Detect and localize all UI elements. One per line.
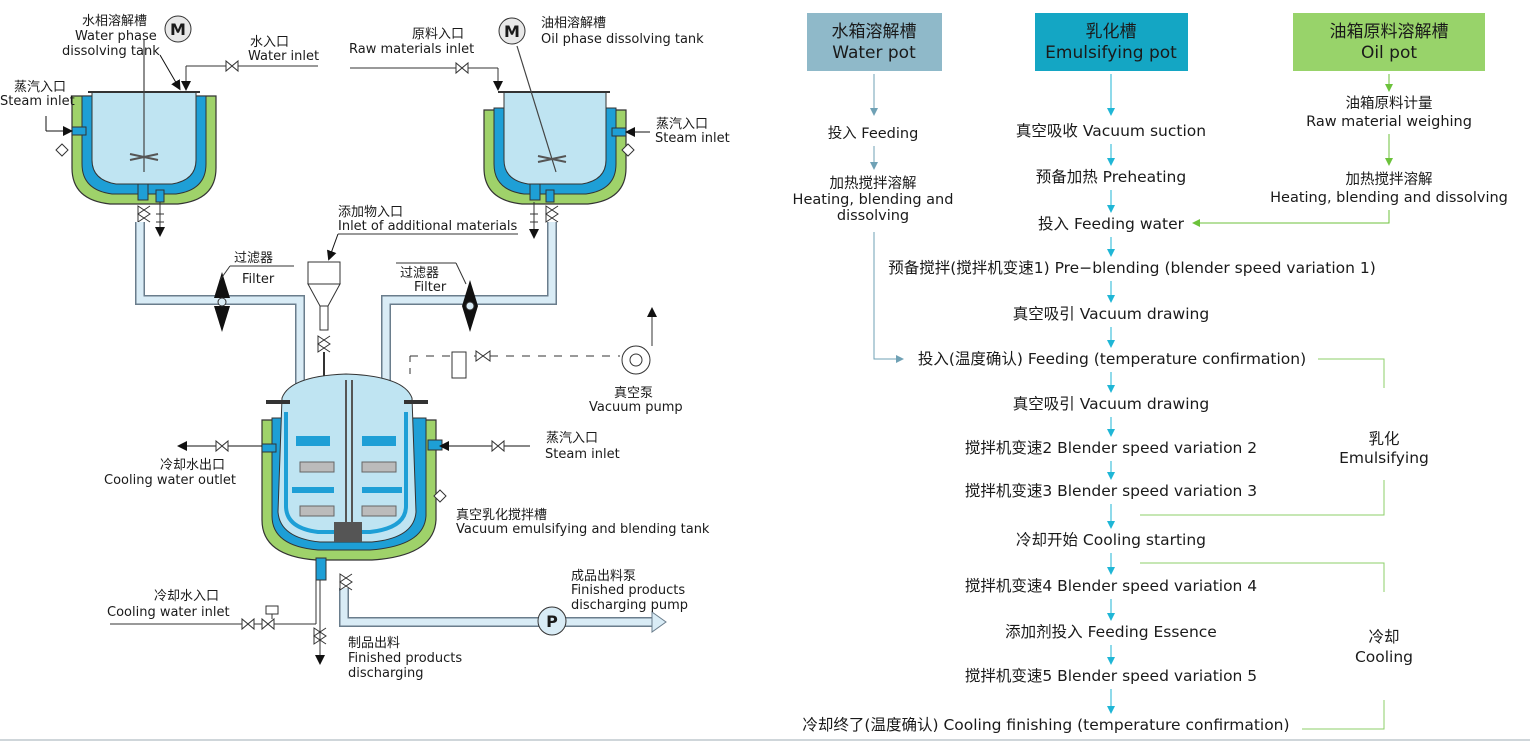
main-tank-label-zh: 真空乳化搅拌槽 bbox=[456, 507, 547, 523]
water-step-heating-en1: Heating, blending and bbox=[793, 192, 954, 208]
cooling-water-outlet-zh: 冷却水出口 bbox=[160, 458, 225, 473]
cooling-group-en: Cooling bbox=[1355, 648, 1413, 666]
main-step-13: 搅拌机变速5 Blender speed variation 5 bbox=[965, 667, 1257, 685]
water-inlet-label-en: Water inlet bbox=[248, 49, 319, 64]
filter-left-icon bbox=[214, 272, 230, 332]
header-water-pot bbox=[807, 13, 942, 71]
main-step-11: 搅拌机变速4 Blender speed variation 4 bbox=[965, 577, 1257, 595]
water-phase-tank bbox=[71, 40, 217, 205]
steam-inlet-left-en: Steam inlet bbox=[0, 94, 75, 109]
filter-left-zh: 过滤器 bbox=[234, 251, 273, 266]
water-tank-label-en1: Water phase bbox=[75, 29, 157, 44]
water-tank-label-en2: dissolving tank bbox=[62, 44, 160, 59]
water-step-heating-en2: dissolving bbox=[837, 208, 909, 224]
steam-inlet-right-en: Steam inlet bbox=[655, 131, 730, 146]
emulsifying-group-bracket-bottom bbox=[1140, 480, 1385, 516]
header-oil-pot-en: Oil pot bbox=[1361, 43, 1417, 63]
discharge-pump-en2: discharging pump bbox=[571, 598, 688, 613]
main-process-steps: 真空吸收 Vacuum suction 预备加热 Preheating 投入 Fee… bbox=[802, 74, 1376, 734]
header-emulsifying-pot-en: Emulsifying pot bbox=[1045, 43, 1177, 63]
cooling-group-bracket-bottom bbox=[1302, 700, 1385, 730]
main-steam-inlet-en: Steam inlet bbox=[545, 447, 620, 462]
raw-inlet-valve-icon bbox=[455, 61, 469, 75]
main-step-5: 真空吸引 Vacuum drawing bbox=[1013, 305, 1209, 323]
main-step-9: 搅拌机变速3 Blender speed variation 3 bbox=[965, 482, 1257, 500]
discharge-pump-en1: Finished products bbox=[571, 583, 685, 598]
main-emulsifying-tank bbox=[261, 373, 443, 581]
water-tank-label-zh: 水相溶解槽 bbox=[82, 14, 147, 29]
water-tank-pointer bbox=[159, 54, 181, 91]
steam-inlet-left-zh: 蒸汽入口 bbox=[14, 80, 66, 95]
vacuum-pump-zh: 真空泵 bbox=[614, 386, 653, 401]
oil-step-weigh-en: Raw material weighing bbox=[1306, 114, 1472, 130]
additive-inlet-zh: 添加物入口 bbox=[338, 205, 403, 220]
oil-to-main-connector bbox=[1192, 210, 1390, 227]
header-oil-pot bbox=[1293, 13, 1485, 71]
cooling-group-zh: 冷却 bbox=[1368, 628, 1399, 646]
water-inlet-label-zh: 水入口 bbox=[250, 35, 289, 50]
water-to-main-connector bbox=[873, 232, 904, 363]
main-step-10: 冷却开始 Cooling starting bbox=[1016, 531, 1206, 549]
cooling-water-outlet-en: Cooling water outlet bbox=[104, 473, 236, 488]
raw-inlet-label-en: Raw materials inlet bbox=[349, 42, 474, 57]
cooling-group-bracket-top bbox=[1140, 562, 1385, 592]
oil-step-heat-en: Heating, blending and dissolving bbox=[1270, 190, 1508, 206]
discharging-en1: Finished products bbox=[348, 651, 462, 666]
header-water-pot-zh: 水箱溶解槽 bbox=[832, 22, 917, 42]
header-oil-pot-zh: 油箱原料溶解槽 bbox=[1330, 22, 1449, 42]
discharging-zh: 制品出料 bbox=[348, 636, 400, 651]
water-tank-motor-label: M bbox=[170, 20, 186, 39]
water-inlet-valve-icon bbox=[225, 59, 239, 73]
main-step-2: 预备加热 Preheating bbox=[1036, 168, 1186, 186]
main-step-3: 投入 Feeding water bbox=[1038, 215, 1185, 233]
main-step-1: 真空吸收 Vacuum suction bbox=[1016, 122, 1206, 140]
steam-inlet-right-zh: 蒸汽入口 bbox=[656, 117, 708, 132]
main-step-6: 投入(温度确认) Feeding (temperature confirmati… bbox=[918, 350, 1306, 368]
discharging-en2: discharging bbox=[348, 666, 423, 681]
oil-tank-label-en: Oil phase dissolving tank bbox=[541, 32, 704, 47]
filter-right-zh: 过滤器 bbox=[400, 266, 439, 281]
main-step-12: 添加剂投入 Feeding Essence bbox=[1005, 623, 1217, 641]
discharge-pump-zh: 成品出料泵 bbox=[571, 569, 636, 584]
water-step-heating-zh: 加热搅拌溶解 bbox=[830, 175, 917, 192]
emulsifying-group-bracket-top bbox=[1318, 358, 1385, 388]
main-step-8: 搅拌机变速2 Blender speed variation 2 bbox=[965, 439, 1257, 457]
additive-inlet-en: Inlet of additional materials bbox=[338, 219, 518, 234]
oil-step-weigh-zh: 油箱原料计量 bbox=[1346, 95, 1433, 112]
oil-tank-label-zh: 油相溶解槽 bbox=[541, 16, 606, 31]
oil-tank-motor-label: M bbox=[504, 22, 520, 41]
oil-step-heat-zh: 加热搅拌溶解 bbox=[1346, 171, 1433, 188]
header-emulsifying-pot bbox=[1035, 13, 1188, 71]
emulsifying-group-zh: 乳化 bbox=[1368, 430, 1399, 448]
cooling-water-inlet-en: Cooling water inlet bbox=[107, 605, 230, 620]
main-tank-label-en: Vacuum emulsifying and blending tank bbox=[456, 522, 710, 537]
emulsifying-group-en: Emulsifying bbox=[1339, 449, 1429, 467]
oil-phase-tank bbox=[483, 45, 627, 205]
additive-hopper bbox=[307, 261, 341, 390]
main-step-4: 预备搅拌(搅拌机变速1) Pre−blending (blender speed… bbox=[888, 259, 1376, 277]
discharge-pump-symbol: P bbox=[546, 612, 558, 631]
main-steam-inlet-zh: 蒸汽入口 bbox=[546, 431, 598, 446]
discharge-pump-icon bbox=[537, 606, 567, 636]
cooling-water-inlet-zh: 冷却水入口 bbox=[154, 589, 219, 604]
oil-tank-motor-icon bbox=[498, 17, 526, 45]
filter-left-en: Filter bbox=[242, 272, 275, 287]
vacuum-pump-en: Vacuum pump bbox=[589, 400, 683, 415]
filter-right-icon bbox=[462, 280, 478, 332]
header-emulsifying-pot-zh: 乳化槽 bbox=[1086, 22, 1137, 42]
main-step-14: 冷却终了(温度确认) Cooling finishing (temperatur… bbox=[802, 716, 1289, 734]
raw-inlet-label-zh: 原料入口 bbox=[412, 27, 464, 42]
water-tank-motor-icon bbox=[164, 15, 192, 43]
water-step-feeding: 投入 Feeding bbox=[828, 125, 919, 142]
main-step-7: 真空吸引 Vacuum drawing bbox=[1013, 395, 1209, 413]
header-water-pot-en: Water pot bbox=[832, 43, 916, 63]
filter-right-en: Filter bbox=[414, 280, 447, 295]
